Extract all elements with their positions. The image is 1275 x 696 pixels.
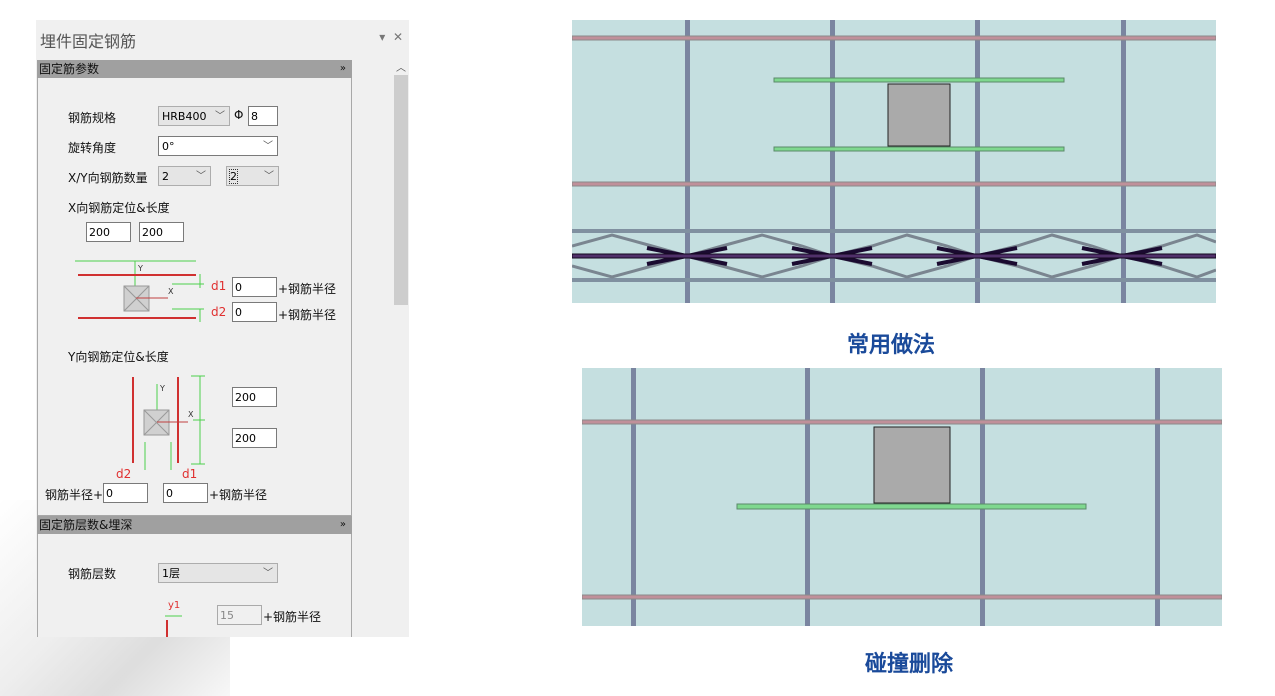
collapse-icon[interactable]: » (339, 519, 346, 530)
svg-text:X: X (188, 410, 194, 419)
common-practice-image (572, 20, 1216, 303)
x-length-1-input[interactable]: 200 (86, 222, 131, 242)
section-body-params: 钢筋规格 HRB400﹀ Φ 8 旋转角度 0°﹀ X/Y向钢筋数量 2﹀ 2﹀… (37, 78, 352, 516)
scrollbar-thumb[interactable] (394, 75, 408, 305)
svg-text:Y: Y (159, 384, 165, 393)
scrollbar[interactable]: ︿ (393, 58, 409, 637)
close-icon[interactable]: ✕ (392, 30, 403, 44)
x-count-select[interactable]: 2﹀ (158, 166, 211, 186)
depth-diagram (165, 615, 182, 637)
x-d1-input[interactable]: 0 (232, 277, 277, 297)
embedded-part-rebar-panel: 埋件固定钢筋 ▾ ✕ 固定筋参数» 钢筋规格 HRB400﹀ Φ 8 旋转角度 … (36, 20, 409, 637)
chevron-down-icon: ﹀ (263, 141, 273, 152)
x-length-2-input[interactable]: 200 (139, 222, 184, 242)
section-body-layers: 钢筋层数 1层﹀ y1 15 +钢筋半径 (37, 534, 352, 637)
y-d2-input[interactable]: 0 (103, 483, 148, 503)
y-length-1-input[interactable]: 200 (232, 387, 277, 407)
section-header-fixed-rebar-params[interactable]: 固定筋参数» (37, 60, 352, 78)
diameter-input[interactable]: 8 (248, 106, 278, 126)
x-rebar-diagram: YX (75, 260, 204, 322)
y-rebar-diagram: YX (132, 375, 205, 470)
depth-input[interactable]: 15 (217, 605, 262, 625)
dropdown-menu-icon[interactable]: ▾ (379, 30, 386, 44)
clash-delete-image (582, 368, 1222, 626)
chevron-down-icon: ﹀ (196, 171, 206, 182)
scroll-up-icon[interactable]: ︿ (396, 63, 406, 74)
collapse-icon[interactable]: » (339, 63, 346, 74)
chevron-down-icon: ﹀ (264, 171, 274, 182)
svg-text:X: X (168, 287, 174, 296)
section-header-layers-depth[interactable]: 固定筋层数&埋深» (37, 516, 352, 534)
x-d2-input[interactable]: 0 (232, 302, 277, 322)
layers-select[interactable]: 1层﹀ (158, 563, 278, 583)
y-d1-input[interactable]: 0 (163, 483, 208, 503)
chevron-down-icon: ﹀ (215, 111, 225, 122)
panel-title: 埋件固定钢筋 (40, 32, 137, 51)
caption-clash-delete: 碰撞删除 (865, 652, 954, 677)
rebar-grade-select[interactable]: HRB400﹀ (158, 106, 230, 126)
caption-common-practice: 常用做法 (847, 333, 936, 358)
rotation-select[interactable]: 0°﹀ (158, 136, 278, 156)
chevron-down-icon: ﹀ (263, 568, 273, 579)
y-length-2-input[interactable]: 200 (232, 428, 277, 448)
svg-text:Y: Y (137, 264, 143, 273)
y-count-select[interactable]: 2﹀ (226, 166, 279, 186)
